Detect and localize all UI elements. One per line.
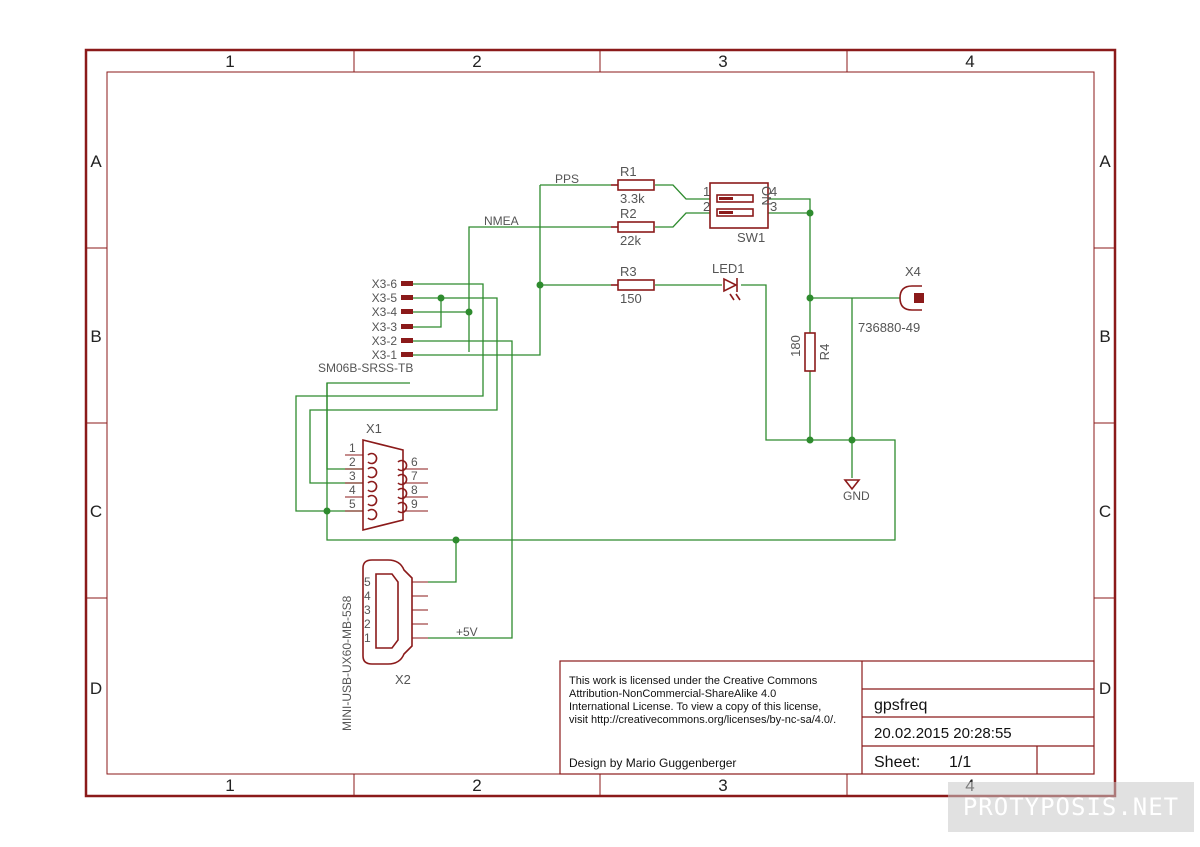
connector-x1: 1 2 3 4 5 6 7 8 9 X1: [345, 421, 428, 532]
col-label-bottom-3: 3: [718, 776, 727, 795]
x3-pin-6: X3-6: [372, 277, 398, 291]
row-label-left-c: C: [90, 502, 102, 521]
r2-ref: R2: [620, 206, 637, 221]
col-label-top-3: 3: [718, 52, 727, 71]
x3-pin-4: X3-4: [372, 305, 398, 319]
row-label-left-d: D: [90, 679, 102, 698]
resistor-r1: R1 3.3k: [611, 164, 655, 206]
x2-value: MINI-USB-UX60-MB-5S8: [340, 595, 354, 731]
x2-pin-3: 3: [364, 603, 371, 617]
x3-pin-3: X3-3: [372, 320, 398, 334]
x2-ref: X2: [395, 672, 411, 687]
wire-usb-gnd: [428, 540, 457, 583]
wire-gnd-loop: [326, 382, 896, 541]
zone-labels: 1 2 3 4 1 2 3 4 A B C D A B C D: [90, 52, 1111, 795]
x2-pin-1: 1: [364, 631, 371, 645]
x1-pin-3: 3: [349, 469, 356, 483]
watermark: PROTYPOSIS.NET: [948, 782, 1194, 832]
wire-x3-3: [410, 298, 442, 328]
col-label-bottom-2: 2: [472, 776, 481, 795]
x1-pin-8: 8: [411, 483, 418, 497]
designer-credit: Design by Mario Guggenberger: [569, 756, 736, 770]
connector-x2: 5 4 3 2 1 MINI-USB-UX60-MB-5S8 X2: [340, 559, 428, 731]
wire-x3-5: [309, 297, 498, 484]
x3-pin-1: X3-1: [372, 348, 398, 362]
r3-value: 150: [620, 291, 642, 306]
x1-pin-4: 4: [349, 483, 356, 497]
sheet-label: Sheet:: [874, 754, 920, 771]
r2-value: 22k: [620, 233, 641, 248]
x2-pin-5: 5: [364, 575, 371, 589]
license-line-2: Attribution-NonCommercial-ShareAlike 4.0: [569, 688, 776, 700]
wire-led-cathode: [741, 284, 852, 441]
resistor-r2: R2 22k: [611, 206, 655, 248]
row-label-right-c: C: [1099, 502, 1111, 521]
col-label-top-4: 4: [965, 52, 974, 71]
license-line-4: visit http://creativecommons.org/license…: [569, 714, 836, 726]
sw1-pin-4: 4: [770, 184, 777, 199]
drawing-datetime: 20.02.2015 20:28:55: [874, 725, 1012, 742]
wire-led-path: [410, 284, 611, 356]
x4-value: 736880-49: [858, 320, 920, 335]
x3-pin-2: X3-2: [372, 334, 398, 348]
sw1-ref: SW1: [737, 230, 765, 245]
sw1-on-label: ON: [759, 186, 774, 206]
sw1-pin-1: 1: [703, 184, 710, 199]
col-label-top-2: 2: [472, 52, 481, 71]
wire-x3-6: [295, 283, 484, 512]
x1-pin-1: 1: [349, 441, 356, 455]
wire-x3-2-vcc: [410, 340, 513, 639]
r4-value: 180: [788, 335, 803, 357]
sw1-pin-2: 2: [703, 199, 710, 214]
row-label-left-b: B: [90, 327, 101, 346]
x2-pin-4: 4: [364, 589, 371, 603]
ground-symbol: GND: [843, 479, 870, 503]
project-name: gpsfreq: [874, 697, 927, 714]
x4-ref: X4: [905, 264, 921, 279]
wire-sw1-bus: [768, 198, 900, 299]
x1-pin-6: 6: [411, 455, 418, 469]
x1-pin-5: 5: [349, 497, 356, 511]
connector-x4: X4 736880-49: [858, 264, 924, 335]
x1-pin-7: 7: [411, 469, 418, 483]
x2-pin-2: 2: [364, 617, 371, 631]
r1-value: 3.3k: [620, 191, 645, 206]
r1-ref: R1: [620, 164, 637, 179]
sw1-pin-3: 3: [770, 199, 777, 214]
row-label-left-a: A: [90, 152, 102, 171]
title-block: This work is licensed under the Creative…: [559, 660, 1095, 775]
col-label-bottom-1: 1: [225, 776, 234, 795]
wire-r1-sw1: [655, 184, 710, 200]
row-label-right-a: A: [1099, 152, 1111, 171]
r3-ref: R3: [620, 264, 637, 279]
x1-ref: X1: [366, 421, 382, 436]
x3-value: SM06B-SRSS-TB: [318, 361, 413, 375]
led1-ref: LED1: [712, 261, 745, 276]
net-label-pps: PPS: [555, 172, 579, 186]
switch-sw1: 1 2 4 3 ON SW1: [703, 182, 777, 245]
resistor-r4: R4 180: [788, 332, 832, 372]
resistor-r3: R3 150: [611, 264, 655, 306]
wire-r2-sw1: [655, 212, 710, 228]
x1-pin-9: 9: [411, 497, 418, 511]
led-led1: LED1: [712, 261, 745, 301]
license-line-3: International License. To view a copy of…: [569, 701, 821, 713]
net-label-vcc: +5V: [456, 625, 478, 639]
row-label-right-d: D: [1099, 679, 1111, 698]
x1-pin-2: 2: [349, 455, 356, 469]
connector-x3: X3-6 X3-5 X3-4 X3-3 X3-2 X3-1 SM06B-SRSS…: [318, 277, 413, 375]
gnd-label: GND: [843, 489, 870, 503]
col-label-top-1: 1: [225, 52, 234, 71]
x3-pin-5: X3-5: [372, 291, 398, 305]
junctions: [323, 209, 856, 544]
row-label-right-b: B: [1099, 327, 1110, 346]
r4-ref: R4: [817, 344, 832, 361]
license-line-1: This work is licensed under the Creative…: [569, 675, 818, 687]
sheet-number: 1/1: [949, 754, 971, 771]
net-label-nmea: NMEA: [484, 214, 519, 228]
wires: [295, 184, 900, 639]
